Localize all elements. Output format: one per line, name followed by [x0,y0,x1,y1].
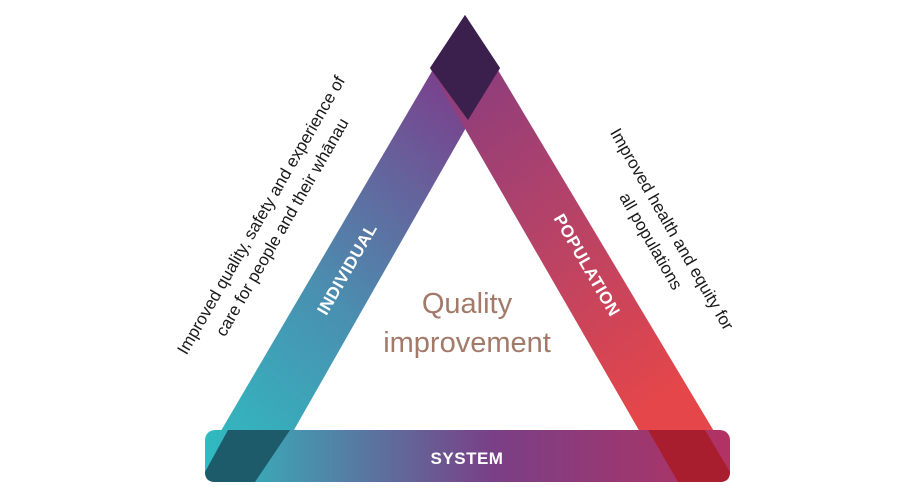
individual-band [205,15,500,458]
system-band [205,430,730,482]
system-label: SYSTEM [431,449,504,468]
left-corner-overlap [205,430,290,482]
center-title-line1: Quality [422,288,513,320]
top-corner-overlap [430,15,500,120]
population-band [430,15,730,458]
center-title-line2: improvement [383,327,551,359]
right-corner-overlap [648,430,730,482]
